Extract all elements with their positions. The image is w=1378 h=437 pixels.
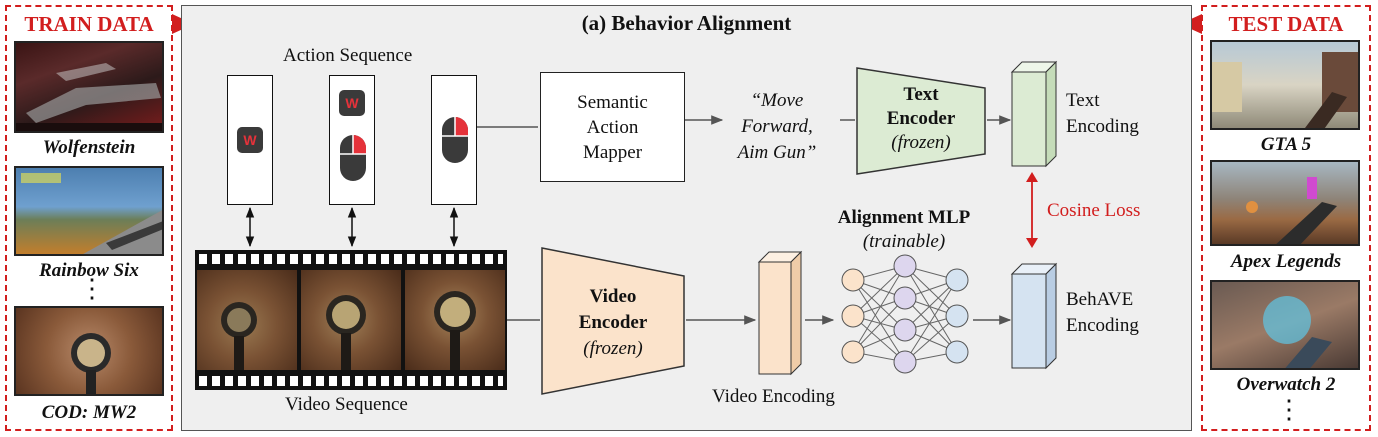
cosine-loss-arrow	[1026, 172, 1038, 248]
video-encoder-name-1: Video	[589, 286, 637, 307]
behave-line-2: Encoding	[1066, 315, 1139, 336]
behave-encoding-block	[1010, 262, 1058, 370]
film-perforations-bottom	[199, 376, 503, 386]
overwatch2-scene	[1263, 296, 1332, 368]
action-sequence-label: Action Sequence	[283, 45, 413, 66]
mapper-line-3: Mapper	[582, 141, 643, 163]
cod-mw2-scene	[71, 333, 111, 394]
main-title: (a) Behavior Alignment	[581, 11, 792, 35]
game-label-apex-legends: Apex Legends	[1230, 251, 1342, 272]
wolfenstein-thumbnail	[14, 41, 164, 133]
text-encoding-label: Text Encoding	[1066, 88, 1139, 140]
game-label-rainbow-six: Rainbow Six	[39, 260, 139, 281]
cod-mw2-thumbnail	[14, 306, 164, 396]
gta5-thumbnail	[1210, 40, 1360, 130]
action-card-2: W	[329, 75, 375, 205]
behave-line-1: BehAVE	[1066, 289, 1134, 310]
apex-legends-thumbnail	[1210, 160, 1360, 246]
game-label-overwatch2: Overwatch 2	[1236, 374, 1336, 395]
video-encoder-label: Video Encoder (frozen)	[548, 284, 678, 362]
gta5-scene	[1212, 52, 1358, 128]
game-label-cod-mw2: COD: MW2	[41, 402, 137, 423]
train-data-title: TRAIN DATA	[24, 12, 154, 36]
mouse-click-icon	[442, 117, 468, 163]
rainbow-six-scene	[21, 173, 162, 254]
wolfenstein-scene	[16, 63, 162, 131]
mlp-nodes	[841, 254, 969, 374]
semantic-action-mapper-box: Semantic Action Mapper	[540, 72, 685, 182]
alignment-mlp-status: (trainable)	[862, 231, 946, 252]
apex-legends-scene	[1246, 177, 1337, 244]
mouse-left-click-icon	[340, 135, 366, 181]
action-card-1: W	[227, 75, 273, 205]
action-video-link-arrows	[245, 206, 459, 248]
video-encoder-shape	[541, 247, 685, 395]
text-encoder-name-2: Encoder	[886, 108, 956, 129]
action-card-3	[431, 75, 477, 205]
scope-icon	[326, 295, 366, 370]
quote-line-1: “Move	[750, 90, 804, 111]
quote-line-2: Forward,	[741, 116, 813, 137]
mapper-line-2: Action	[586, 116, 639, 138]
quote-line-3: Aim Gun”	[722, 140, 832, 166]
text-encoding-block	[1010, 60, 1058, 168]
text-encoder-label: Text Encoder (frozen)	[862, 83, 980, 155]
video-frame-2	[301, 270, 401, 370]
film-perforations-top	[199, 254, 503, 264]
action-caption-quote: “Move Forward, Aim Gun”	[722, 88, 832, 166]
text-encoder-name-1: Text	[903, 84, 939, 105]
rainbow-six-thumbnail	[14, 166, 164, 256]
video-frame-1	[197, 270, 297, 370]
w-key-icon: W	[339, 90, 365, 116]
text-encoding-line-2: Encoding	[1066, 116, 1139, 137]
mapper-line-1: Semantic	[577, 91, 648, 113]
scope-icon	[434, 291, 476, 370]
flow-arrows	[477, 115, 1012, 325]
alignment-mlp-title: Alignment MLP	[837, 207, 971, 228]
video-encoding-block	[757, 250, 803, 376]
overwatch2-thumbnail	[1210, 280, 1360, 370]
video-encoding-label: Video Encoding	[712, 386, 835, 407]
video-encoder-name-2: Encoder	[578, 312, 648, 333]
text-encoding-line-1: Text	[1066, 90, 1100, 111]
test-data-title: TEST DATA	[1228, 12, 1344, 36]
game-label-gta5: GTA 5	[1260, 134, 1312, 155]
video-encoder-status: (frozen)	[583, 338, 643, 359]
text-encoder-status: (frozen)	[891, 132, 951, 153]
quote-line-3-text: Aim Gun”	[737, 142, 817, 163]
text-encoder-shape	[856, 67, 986, 175]
video-sequence-label: Video Sequence	[285, 394, 408, 415]
alignment-mlp-network	[841, 254, 969, 374]
game-label-wolfenstein: Wolfenstein	[42, 137, 136, 158]
cosine-loss-label: Cosine Loss	[1047, 200, 1141, 221]
video-frame-3	[405, 270, 505, 370]
video-film-strip	[195, 250, 507, 390]
w-key-icon: W	[237, 127, 263, 153]
behave-encoding-label: BehAVE Encoding	[1066, 287, 1139, 339]
scope-icon	[221, 302, 257, 370]
